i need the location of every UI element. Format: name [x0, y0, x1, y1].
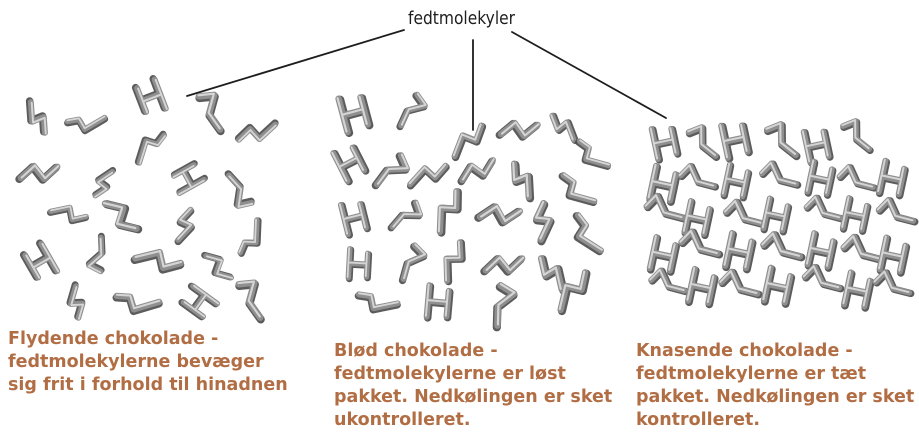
fat-molecule-icon: [391, 197, 424, 234]
fat-molecule-icon: [66, 285, 87, 319]
fat-molecule-icon: [481, 280, 525, 327]
fat-molecule-icon: [478, 197, 521, 231]
fat-molecule-icon: [763, 267, 793, 306]
fat-molecule-icon: [484, 251, 523, 278]
fat-molecule-icon: [842, 197, 869, 233]
fat-molecule-icon: [180, 285, 218, 320]
fat-molecule-icon: [409, 154, 447, 196]
liquid-molecules-group: [19, 78, 276, 322]
soft-chocolate-caption: Blød chokolade - fedtmolekylerne er løst…: [334, 340, 612, 432]
fat-molecule-icon: [500, 115, 539, 144]
fat-molecule-icon: [759, 158, 797, 192]
fat-molecule-icon: [376, 151, 410, 190]
fat-molecule-icon: [551, 110, 575, 145]
fat-molecule-icon: [578, 139, 609, 168]
fat-molecule-icon: [803, 127, 831, 164]
fat-molecule-icon: [436, 241, 471, 282]
fat-molecule-icon: [219, 174, 260, 211]
fat-molecule-icon: [79, 236, 117, 276]
fat-molecule-icon: [878, 160, 907, 198]
pointer-line: [187, 30, 404, 96]
fat-molecule-icon: [30, 100, 46, 135]
soft-molecules-group: [332, 92, 609, 327]
fat-molecule-icon: [687, 268, 716, 306]
caption-line: Blød chokolade -: [334, 340, 612, 363]
fat-molecules-label: fedtmolekyler: [408, 8, 515, 29]
caption-line: Knasende chokolade -: [636, 340, 914, 363]
fat-molecule-icon: [340, 199, 368, 235]
caption-line: sig frit i forhold til hinadnen: [8, 374, 288, 397]
fat-molecule-icon: [460, 159, 495, 181]
fat-molecule-icon: [804, 193, 841, 226]
fat-molecule-icon: [168, 208, 200, 241]
fat-molecule-icon: [841, 231, 882, 267]
caption-line: fedtmolekylerne bevæger: [8, 351, 288, 374]
fat-molecule-icon: [838, 118, 875, 151]
fat-molecule-icon: [23, 242, 59, 282]
caption-line: Flydende chokolade -: [8, 328, 288, 351]
fat-molecule-icon: [88, 170, 119, 197]
fat-molecule-icon: [879, 237, 908, 275]
fat-molecule-icon: [338, 92, 370, 133]
fat-molecule-icon: [138, 134, 166, 164]
fat-molecule-icon: [719, 266, 759, 301]
caption-line: pakket. Nedkølingen er sket: [636, 386, 914, 409]
crunchy-molecules-group: [644, 118, 915, 310]
caption-line: pakket. Nedkølingen er sket: [334, 386, 612, 409]
pointer-lines: [187, 30, 666, 130]
fat-molecule-icon: [396, 243, 429, 281]
fat-molecule-icon: [723, 196, 763, 231]
fat-molecule-icon: [348, 248, 369, 280]
fat-molecule-icon: [720, 121, 749, 160]
fat-molecule-icon: [332, 143, 366, 183]
fat-molecule-icon: [678, 161, 715, 194]
fat-molecule-icon: [762, 121, 803, 157]
fat-molecule-icon: [19, 159, 58, 187]
fat-molecule-icon: [762, 197, 789, 233]
fat-molecule-icon: [454, 122, 483, 160]
fat-molecule-icon: [115, 277, 160, 322]
fat-molecule-icon: [232, 219, 266, 254]
fat-molecule-icon: [134, 239, 182, 283]
fat-molecule-icon: [843, 272, 872, 310]
fat-molecule-icon: [399, 94, 427, 127]
fat-molecule-icon: [722, 164, 749, 200]
fat-molecule-icon: [540, 254, 563, 294]
caption-line: ukontrolleret.: [334, 409, 612, 432]
fat-molecule-icon: [66, 100, 106, 140]
fat-molecule-icon: [431, 190, 466, 233]
crunchy-chocolate-caption: Knasende chokolade - fedtmolekylerne er …: [636, 340, 914, 432]
fat-molecule-icon: [237, 111, 276, 153]
fat-molecule-icon: [724, 232, 754, 271]
fat-molecule-icon: [562, 173, 595, 204]
fat-molecule-icon: [104, 195, 138, 238]
fat-molecule-icon: [837, 162, 874, 195]
fat-molecule-icon: [205, 249, 233, 284]
fat-molecule-icon: [357, 279, 399, 320]
fat-molecule-icon: [807, 232, 836, 270]
fat-molecule-icon: [426, 284, 451, 319]
fat-molecule-icon: [876, 195, 915, 229]
fat-molecule-icon: [528, 202, 557, 241]
fat-molecule-icon: [135, 78, 167, 117]
fat-molecule-icon: [170, 163, 206, 195]
fat-molecule-icon: [228, 275, 275, 319]
caption-line: kontrolleret.: [636, 409, 914, 432]
fat-molecule-icon: [684, 124, 722, 158]
fat-molecule-icon: [570, 214, 609, 252]
pointer-line: [512, 32, 666, 118]
fat-molecule-icon: [513, 162, 530, 199]
liquid-chocolate-caption: Flydende chokolade - fedtmolekylerne bev…: [8, 328, 288, 397]
fat-molecule-icon: [806, 161, 834, 198]
caption-line: fedtmolekylerne er løst: [334, 363, 612, 386]
caption-line: fedtmolekylerne er tæt: [636, 363, 914, 386]
fat-molecule-icon: [49, 197, 87, 231]
fat-molecule-icon: [651, 124, 679, 160]
